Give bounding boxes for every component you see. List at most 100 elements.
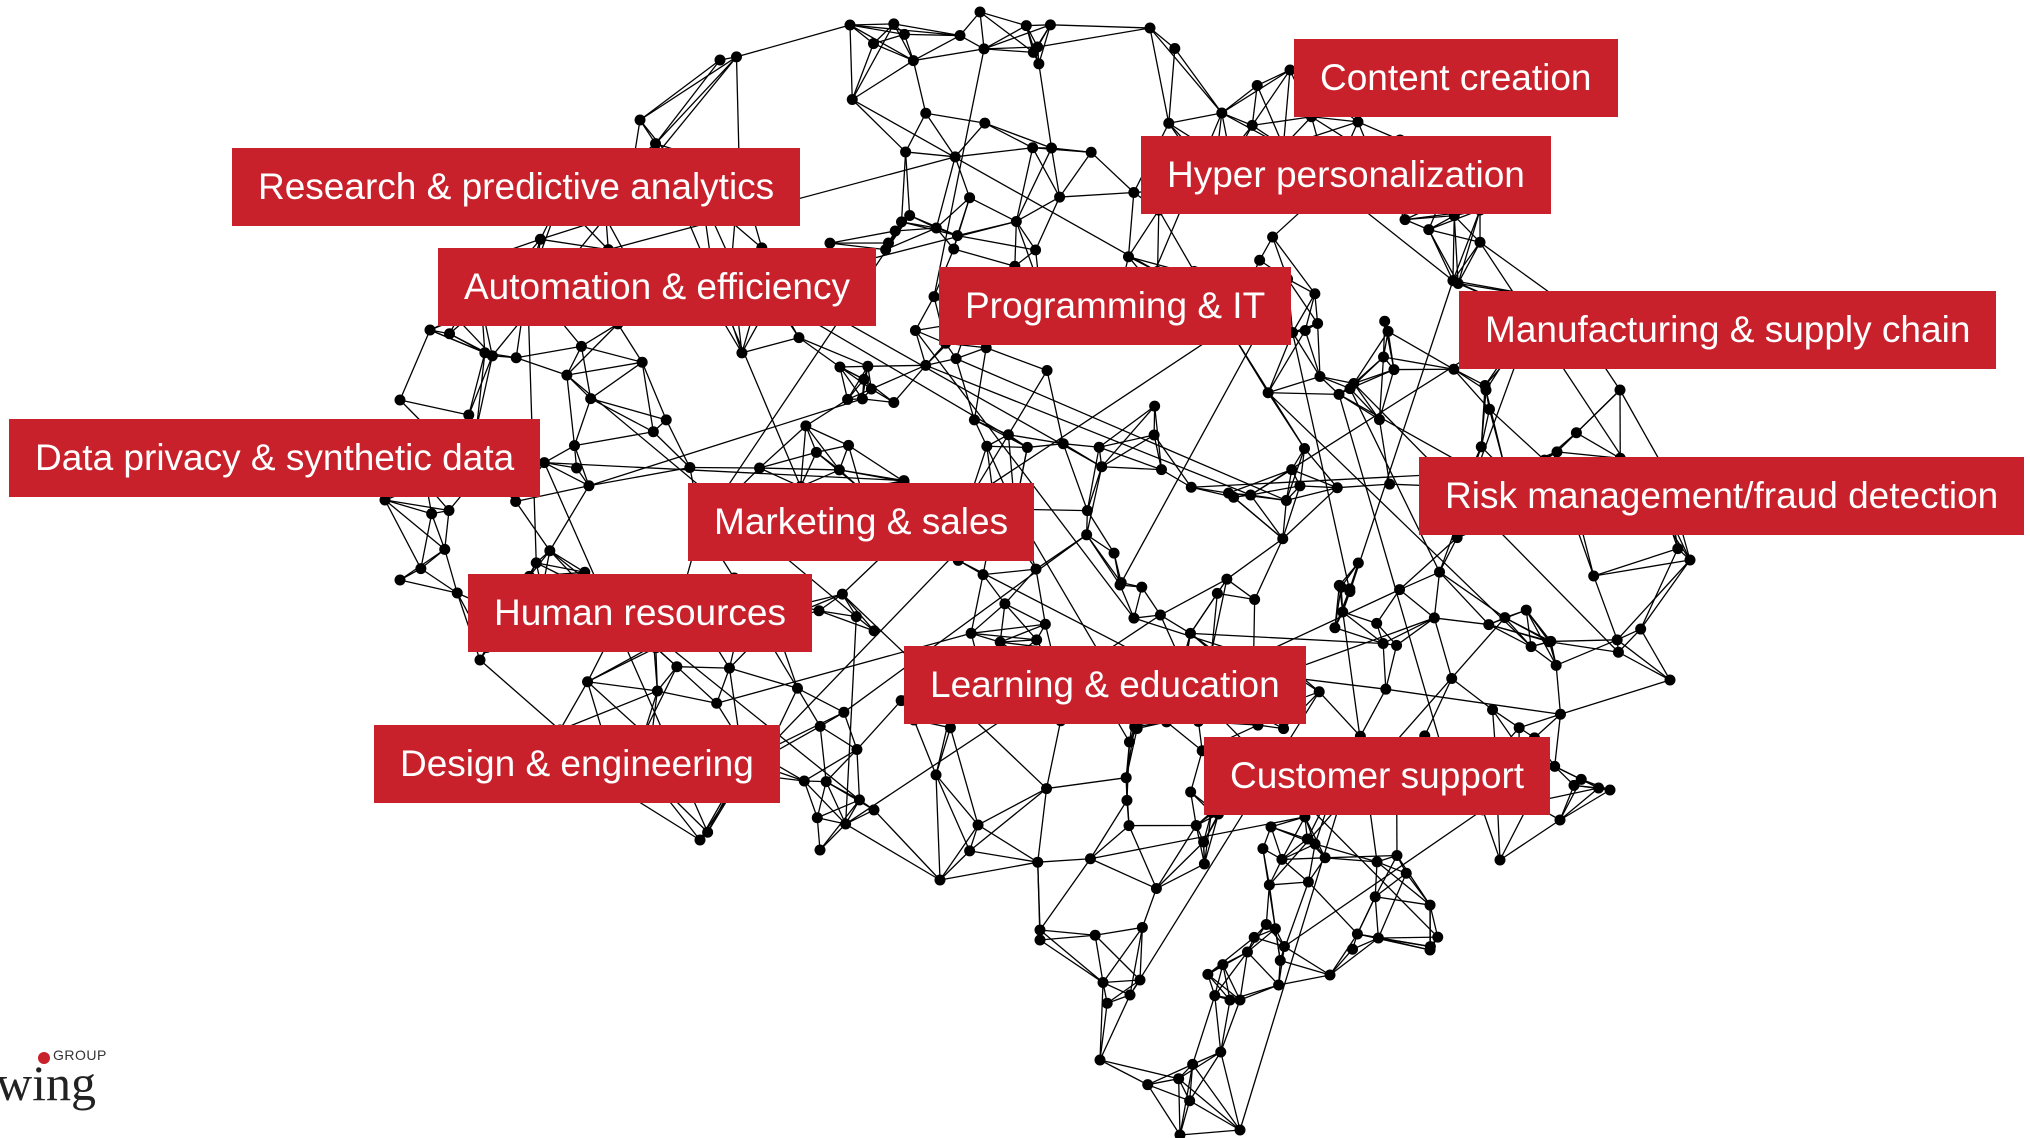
network-edge [974, 419, 1028, 449]
network-node [1382, 325, 1394, 337]
network-edge [1191, 486, 1229, 494]
network-node [1129, 721, 1141, 733]
network-edge [847, 365, 869, 400]
network-node [479, 347, 491, 359]
network-edge [1559, 787, 1599, 821]
network-edge [1374, 861, 1378, 897]
network-edge [1349, 388, 1441, 573]
network-edge [1314, 843, 1378, 863]
network-edge [867, 364, 926, 367]
network-node [844, 19, 856, 31]
network-node [1513, 722, 1525, 734]
network-edge [1499, 819, 1561, 861]
network-node [1217, 959, 1229, 971]
network-edge [818, 610, 857, 618]
network-edge [849, 24, 914, 62]
network-edge [759, 467, 840, 471]
network-node [1324, 969, 1336, 981]
network-node [1333, 388, 1345, 400]
network-edge [1453, 215, 1459, 284]
network-edge [1226, 578, 1256, 601]
network-node [651, 685, 663, 697]
network-node [1313, 686, 1325, 698]
network-edge [1252, 116, 1312, 127]
network-edge [1102, 927, 1143, 983]
network-edge [979, 11, 985, 49]
network-edge [849, 24, 853, 100]
network-edge [982, 568, 1037, 576]
network-node [1568, 779, 1580, 791]
label-manufacturing-supply-chain: Manufacturing & supply chain [1459, 291, 1997, 369]
network-edge [1014, 221, 1017, 267]
network-edge [1353, 368, 1395, 385]
network-edge [1101, 405, 1156, 468]
network-node [1391, 850, 1403, 862]
network-edge [1015, 147, 1034, 222]
network-node [1543, 636, 1555, 648]
network-edge [639, 59, 721, 121]
network-edge [581, 323, 619, 347]
network-edge [1099, 994, 1131, 1061]
network-edge [873, 809, 941, 881]
network-node [1032, 856, 1044, 868]
network-edge [588, 466, 690, 487]
network-edge [1094, 934, 1141, 981]
network-node [843, 439, 855, 451]
network-node [1377, 637, 1389, 649]
network-edge [1220, 999, 1231, 1053]
network-edge [399, 579, 458, 594]
network-edge [914, 330, 1135, 619]
network-edge [1211, 579, 1228, 652]
label-design-engineering: Design & engineering [374, 725, 780, 803]
network-edge [1378, 419, 1391, 485]
network-edge [729, 667, 798, 689]
network-edge [925, 112, 956, 158]
network-node [1483, 403, 1495, 415]
network-edge [1387, 330, 1455, 370]
label-risk-management-fraud-detection: Risk management/fraud detection [1419, 457, 2025, 535]
network-edge [1035, 569, 1046, 625]
network-node [981, 440, 993, 452]
network-node [1447, 275, 1459, 287]
network-node [1033, 58, 1045, 70]
network-edge [1059, 151, 1092, 198]
network-edge [676, 666, 718, 704]
network-edge [935, 197, 971, 229]
network-node [1371, 617, 1383, 629]
network-edge [1128, 825, 1158, 889]
network-node [1302, 876, 1314, 888]
network-node [838, 706, 850, 718]
logo-group-text: GROUP [53, 1047, 107, 1063]
network-node [1173, 1073, 1185, 1085]
network-node [1134, 974, 1146, 986]
network-edge [825, 749, 858, 783]
network-node [1211, 587, 1223, 599]
network-node [1209, 990, 1221, 1002]
network-edge [1576, 432, 1621, 459]
network-edge [1168, 112, 1222, 124]
network-node [1273, 979, 1285, 991]
network-node [1391, 639, 1403, 651]
network-edge [1099, 1003, 1108, 1061]
network-node [1664, 674, 1676, 686]
network-edge [1034, 196, 1061, 251]
network-edge [848, 444, 905, 483]
network-node [1319, 852, 1331, 864]
logo-wordmark: wing [0, 1055, 96, 1111]
network-node [1260, 918, 1272, 930]
network-edge [1433, 617, 1453, 679]
network-edge [851, 99, 907, 153]
network-edge [1046, 777, 1127, 790]
network-edge [1452, 215, 1455, 281]
network-edge [973, 347, 987, 421]
network-edge [985, 347, 1048, 372]
network-edge [805, 425, 849, 446]
network-node [1551, 446, 1563, 458]
network-node [964, 192, 976, 204]
network-edge [1155, 841, 1205, 889]
network-edge [741, 337, 800, 354]
network-edge [1382, 617, 1435, 645]
network-node [1097, 977, 1109, 989]
network-edge [1353, 356, 1384, 384]
network-edge [1207, 973, 1231, 1001]
